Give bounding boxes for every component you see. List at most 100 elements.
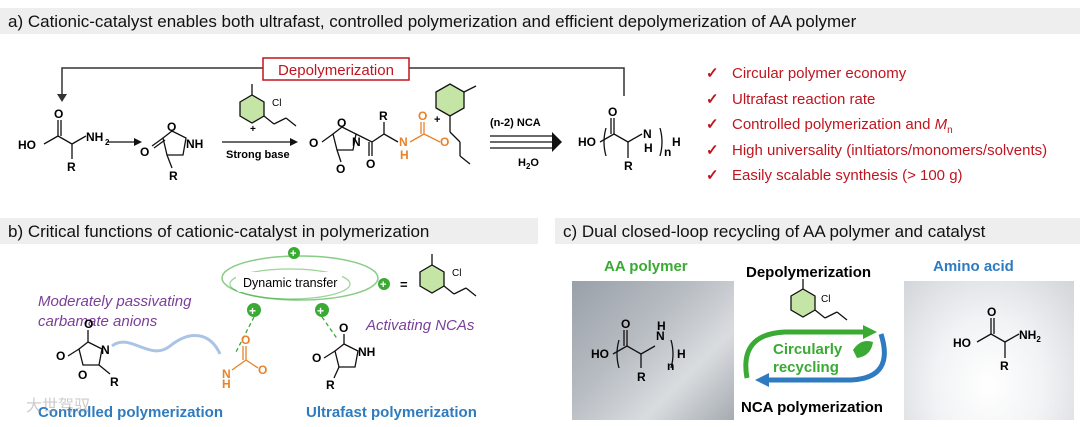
svg-text:+: + — [290, 248, 296, 260]
int-o3: O — [336, 162, 345, 176]
c-catalyst — [790, 279, 848, 321]
c-aa-ho: HO — [953, 336, 971, 350]
c-amino-acid — [976, 318, 1020, 358]
carbamate-orange — [409, 122, 441, 143]
b-nca-nh: NH — [358, 345, 375, 359]
aa-polymer-photo — [572, 281, 734, 420]
activated-nca — [323, 334, 359, 379]
b-o2: O — [56, 349, 65, 363]
check-icon: ✓ — [706, 65, 719, 82]
poly-r: R — [624, 159, 633, 173]
poly-h-top: H — [644, 141, 653, 155]
dynamic-transfer-box — [236, 272, 342, 292]
c-poly-nh: N — [656, 329, 665, 343]
b-nca-o1: O — [339, 321, 348, 335]
plus-circle-legend — [378, 278, 390, 290]
int-n: N — [352, 135, 361, 149]
equals-sign: = — [400, 277, 408, 292]
b-r: R — [110, 375, 119, 389]
catalyst-charge: + — [250, 124, 256, 135]
c-aa-r: R — [1000, 359, 1009, 373]
ultrafast-label: Ultrafast polymerization — [306, 404, 477, 421]
panel-c-title: c) Dual closed-loop recycling of AA poly… — [563, 222, 986, 241]
activating-label: Activating NCAs — [365, 317, 475, 334]
aa-o: O — [54, 107, 63, 121]
c-polymer-structure — [612, 330, 674, 369]
panel-c-diagram: AA polymer Depolymerization Amino acid H… — [591, 258, 1041, 416]
arrow-bottom-h: H2O — [518, 157, 539, 171]
advantage-item: ✓Ultrafast reaction rate — [706, 90, 876, 108]
polymer-chain-wave — [111, 334, 222, 355]
int-nh: N — [399, 135, 408, 149]
strong-base-label: Strong base — [226, 149, 290, 161]
plus-circle-left — [247, 303, 261, 317]
svg-text:+: + — [317, 304, 324, 318]
recycling-label: recycling — [773, 359, 839, 376]
amino-acid-label: Amino acid — [933, 258, 1014, 275]
check-icon: ✓ — [706, 167, 719, 184]
depolymerization-label: Depolymerization — [746, 264, 871, 281]
circularly-label: Circularly — [773, 341, 843, 358]
int-o5: O — [418, 109, 427, 123]
poly-nh: N — [643, 127, 652, 141]
c-poly-h2: H — [677, 347, 686, 361]
amino-acid-photo — [904, 281, 1074, 420]
b-o-carb: O — [241, 333, 250, 347]
dynamic-transfer-ring-outer — [221, 255, 379, 301]
c-poly-r: R — [637, 370, 646, 384]
depolymerization-box-label: Depolymerization — [278, 62, 394, 79]
panel-a-title-band: a) Cationic-catalyst enables both ultraf… — [0, 8, 1080, 34]
c-aa-o: O — [987, 305, 996, 319]
panel-b-title: b) Critical functions of cationic-cataly… — [8, 222, 430, 241]
int-o4: O — [366, 157, 375, 171]
aa-ho: HO — [18, 138, 36, 152]
c-cl: Cl — [821, 294, 830, 305]
c-poly-h1: H — [657, 319, 666, 333]
int-o2: O — [309, 136, 318, 150]
panel-c-title-band: c) Dual closed-loop recycling of AA poly… — [555, 218, 1080, 244]
leaf-icon — [853, 341, 873, 358]
c-poly-ho: HO — [591, 347, 609, 361]
b-h: H — [222, 377, 231, 391]
nca-nh: NH — [186, 137, 203, 151]
panel-a-title: a) Cationic-catalyst enables both ultraf… — [8, 12, 857, 31]
c-aa-nh2: NH2 — [1019, 328, 1041, 344]
legend-cl: Cl — [452, 268, 461, 279]
poly-ho: HO — [578, 135, 596, 149]
plus-circle-top — [288, 247, 300, 259]
b-carbamate — [231, 346, 259, 371]
advantages-list: ✓Circular polymer economy ✓Ultrafast rea… — [706, 64, 1047, 192]
advantage-item: ✓High universality (inItiators/monomers/… — [706, 141, 1048, 159]
b-nca-o2: O — [312, 351, 321, 365]
int-ominus: O — [440, 135, 449, 149]
nca-polymerization-label: NCA polymerization — [741, 399, 883, 416]
passivating-line2: carbamate anions — [38, 313, 158, 330]
poly-h: H — [672, 135, 681, 149]
controlled-label: Controlled polymerization — [38, 404, 223, 421]
loop-arrowhead — [57, 94, 67, 102]
poly-n: n — [664, 145, 671, 159]
svg-text:+: + — [380, 279, 386, 291]
check-icon: ✓ — [706, 141, 719, 159]
nca-o-carbonyl: O — [140, 145, 149, 159]
int-r: R — [379, 109, 388, 123]
b-o1: O — [84, 317, 93, 331]
int-h: H — [400, 148, 409, 162]
plus-circle-right — [315, 303, 329, 317]
loop-blue-arc — [767, 333, 887, 383]
advantage-item: ✓Easily scalable synthesis (> 100 g) — [706, 167, 963, 184]
amino-acid-structure — [43, 120, 87, 159]
aa-r: R — [67, 160, 76, 174]
c-poly-n: n — [667, 359, 674, 373]
b-o3: O — [78, 368, 87, 382]
poly-o: O — [608, 105, 617, 119]
panel-b-diagram: Dynamic transfer + + + Moderately passiv… — [26, 247, 477, 421]
polymer-chain-nca — [67, 330, 111, 375]
cation-charge: + — [434, 114, 440, 126]
svg-text:+: + — [249, 304, 256, 318]
nca-r: R — [169, 169, 178, 183]
nca-structure — [151, 130, 187, 169]
arrow-top-label: (n-2) NCA — [490, 117, 541, 129]
panel-b-title-band: b) Critical functions of cationic-cataly… — [0, 218, 538, 244]
advantage-item: ✓Circular polymer economy — [706, 65, 907, 82]
